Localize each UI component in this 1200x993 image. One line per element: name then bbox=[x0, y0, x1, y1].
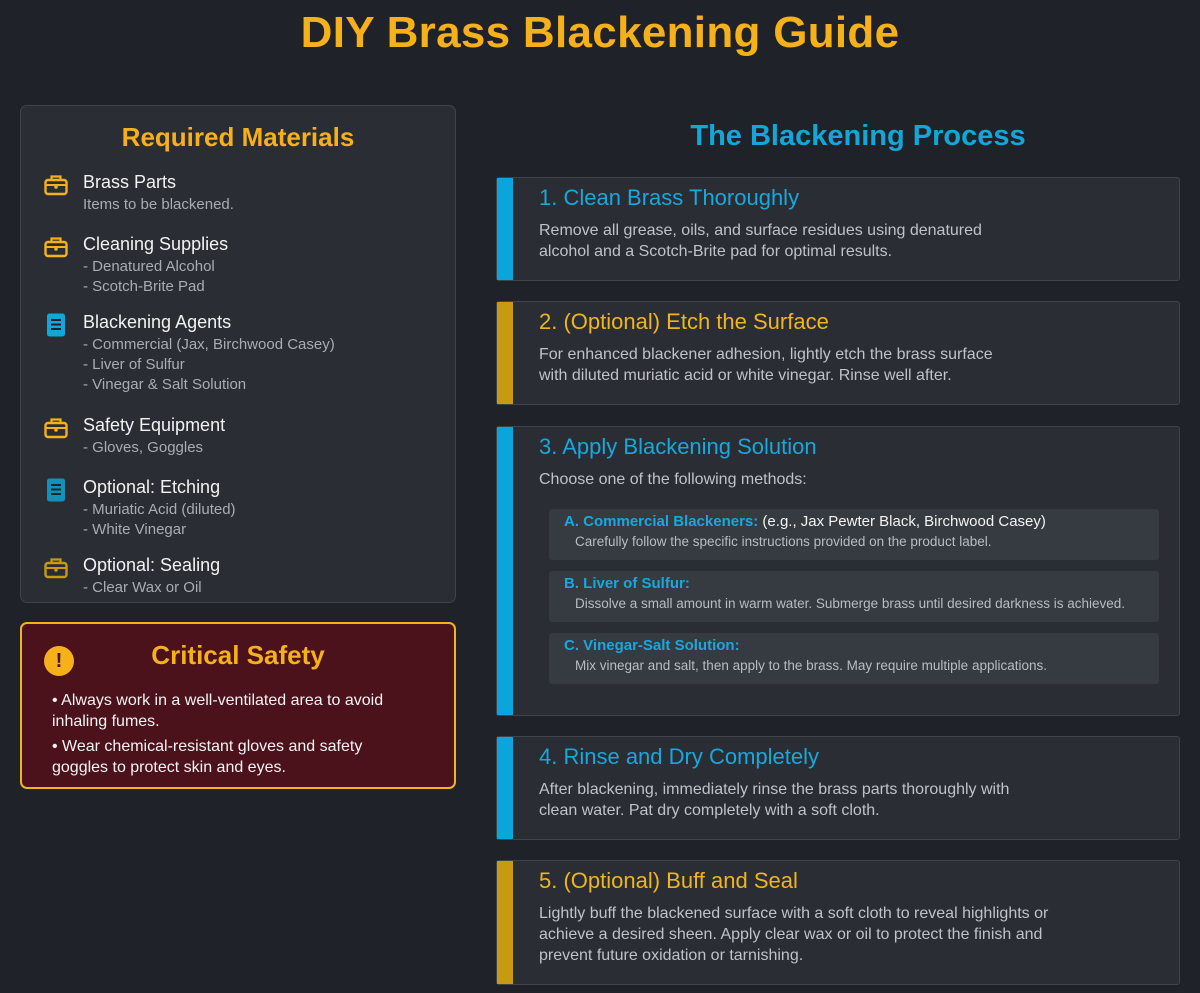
toolbox-icon bbox=[44, 175, 68, 196]
step-title: 4. Rinse and Dry Completely bbox=[539, 744, 820, 769]
method-description: Mix vinegar and salt, then apply to the … bbox=[575, 658, 1047, 673]
step-description: Remove all grease, oils, and surface res… bbox=[539, 222, 982, 260]
materials-heading: Required Materials bbox=[121, 122, 355, 152]
toolbox-icon bbox=[44, 558, 68, 579]
step-description: Choose one of the following methods: bbox=[539, 471, 807, 488]
step-title: 3. Apply Blackening Solution bbox=[539, 434, 817, 459]
method-card-liver-of-sulfur: B. Liver of Sulfur: Dissolve a small amo… bbox=[549, 571, 1159, 622]
step-title: 1. Clean Brass Thoroughly bbox=[539, 185, 800, 210]
process-heading: The Blackening Process bbox=[690, 120, 1026, 152]
method-label: A. Commercial Blackeners: bbox=[564, 513, 759, 530]
step-accent-bar bbox=[497, 178, 513, 280]
material-name: Blackening Agents bbox=[83, 312, 232, 332]
material-detail: - Scotch-Brite Pad bbox=[83, 278, 205, 295]
toolbox-icon bbox=[44, 418, 68, 439]
step-card-4: 4. Rinse and Dry Completely After blacke… bbox=[496, 736, 1180, 840]
step-title: 2. (Optional) Etch the Surface bbox=[539, 309, 829, 334]
method-label: B. Liver of Sulfur: bbox=[564, 575, 690, 592]
document-icon bbox=[47, 478, 65, 502]
material-name: Brass Parts bbox=[83, 172, 177, 192]
step-card-5: 5. (Optional) Buff and Seal Lightly buff… bbox=[496, 860, 1180, 985]
material-name: Safety Equipment bbox=[83, 415, 226, 435]
step-card-1: 1. Clean Brass Thoroughly Remove all gre… bbox=[496, 177, 1180, 281]
method-examples: (e.g., Jax Pewter Black, Birchwood Casey… bbox=[758, 513, 1046, 530]
page-title: DIY Brass Blackening Guide bbox=[300, 8, 900, 57]
step-card-3: 3. Apply Blackening Solution Choose one … bbox=[496, 426, 1180, 716]
material-name: Optional: Etching bbox=[83, 477, 221, 497]
material-detail: - White Vinegar bbox=[83, 521, 187, 538]
step-title: 5. (Optional) Buff and Seal bbox=[539, 868, 798, 893]
safety-item: • Always work in a well-ventilated area … bbox=[52, 692, 384, 730]
safety-item: • Wear chemical-resistant gloves and saf… bbox=[52, 738, 363, 776]
document-icon bbox=[47, 313, 65, 337]
method-description: Carefully follow the specific instructio… bbox=[575, 534, 992, 549]
exclamation-icon: ! bbox=[44, 646, 74, 676]
material-detail: - Clear Wax or Oil bbox=[83, 579, 202, 596]
method-description: Dissolve a small amount in warm water. S… bbox=[575, 596, 1125, 611]
step-accent-bar bbox=[497, 861, 513, 984]
material-name: Cleaning Supplies bbox=[83, 234, 229, 254]
material-detail: - Commercial (Jax, Birchwood Casey) bbox=[83, 336, 335, 353]
material-name: Optional: Sealing bbox=[83, 555, 221, 575]
step-description: For enhanced blackener adhesion, lightly… bbox=[539, 346, 993, 384]
method-card-vinegar-salt: C. Vinegar-Salt Solution: Mix vinegar an… bbox=[549, 633, 1159, 684]
material-detail: - Gloves, Goggles bbox=[83, 439, 204, 456]
material-detail: - Vinegar & Salt Solution bbox=[83, 376, 247, 393]
safety-panel: ! Critical Safety • Always work in a wel… bbox=[20, 622, 456, 789]
method-card-commercial: A. Commercial Blackeners: (e.g., Jax Pew… bbox=[549, 509, 1159, 560]
step-accent-bar bbox=[497, 737, 513, 839]
safety-heading: Critical Safety bbox=[151, 640, 325, 670]
step-description: Lightly buff the blackened surface with … bbox=[539, 905, 1049, 964]
method-label: C. Vinegar-Salt Solution: bbox=[564, 637, 740, 654]
step-card-2: 2. (Optional) Etch the Surface For enhan… bbox=[496, 301, 1180, 405]
material-detail: Items to be blackened. bbox=[83, 196, 234, 213]
step-description: After blackening, immediately rinse the … bbox=[539, 781, 1010, 819]
material-detail: - Muriatic Acid (diluted) bbox=[83, 501, 236, 518]
material-detail: - Liver of Sulfur bbox=[83, 356, 185, 373]
toolbox-icon bbox=[44, 237, 68, 258]
step-accent-bar bbox=[497, 302, 513, 404]
material-detail: - Denatured Alcohol bbox=[83, 258, 215, 275]
step-accent-bar bbox=[497, 427, 513, 715]
materials-panel: Required Materials Brass Parts Items to … bbox=[20, 105, 456, 603]
